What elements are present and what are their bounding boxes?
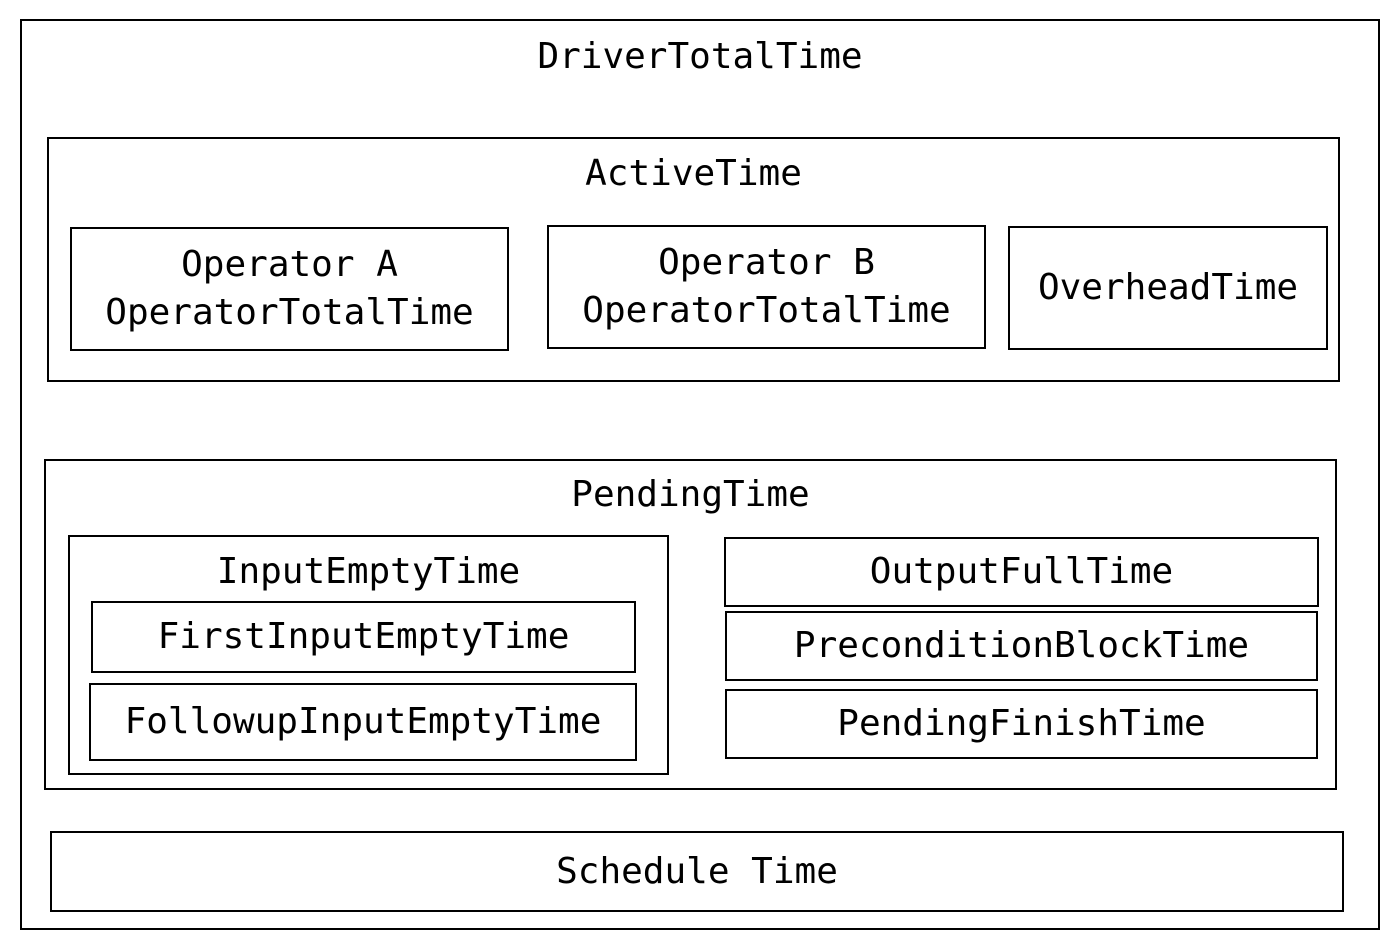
driver-total-time-label: DriverTotalTime xyxy=(537,36,863,77)
operator-a-total-time: OperatorTotalTime xyxy=(105,292,474,333)
first-input-empty-time-label: FirstInputEmptyTime xyxy=(157,616,570,657)
output-full-time-label: OutputFullTime xyxy=(869,551,1174,592)
pending-time-label: PendingTime xyxy=(571,474,810,515)
overhead-time-label: OverheadTime xyxy=(1037,267,1299,308)
precondition-block-time-box: PreconditionBlockTime xyxy=(725,611,1318,681)
output-full-time-box: OutputFullTime xyxy=(724,537,1319,607)
schedule-time-box: Schedule Time xyxy=(50,831,1344,912)
first-input-empty-time-box: FirstInputEmptyTime xyxy=(91,601,636,673)
pending-finish-time-label: PendingFinishTime xyxy=(837,703,1206,744)
active-time-label: ActiveTime xyxy=(585,153,802,194)
pending-finish-time-box: PendingFinishTime xyxy=(725,689,1318,759)
operator-b-box: Operator B OperatorTotalTime xyxy=(547,225,986,349)
operator-a-box: Operator A OperatorTotalTime xyxy=(70,227,509,351)
precondition-block-time-label: PreconditionBlockTime xyxy=(793,625,1250,666)
operator-b-name: Operator B xyxy=(658,242,875,283)
operator-b-total-time: OperatorTotalTime xyxy=(582,290,951,331)
followup-input-empty-time-label: FollowupInputEmptyTime xyxy=(124,701,602,742)
overhead-time-box: OverheadTime xyxy=(1008,226,1328,350)
schedule-time-label: Schedule Time xyxy=(556,850,838,892)
followup-input-empty-time-box: FollowupInputEmptyTime xyxy=(89,683,637,761)
input-empty-time-label: InputEmptyTime xyxy=(216,551,521,592)
operator-a-name: Operator A xyxy=(181,244,398,285)
